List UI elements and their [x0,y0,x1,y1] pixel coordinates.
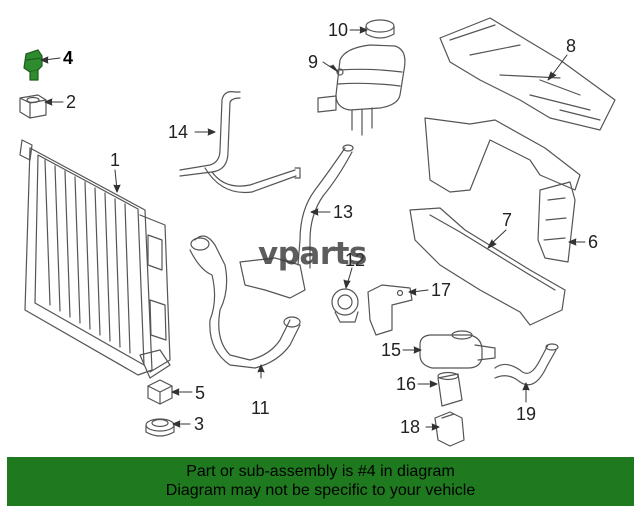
shroud-part-6 [537,181,576,263]
banner-line-1: Part or sub-assembly is #4 in diagram [186,463,455,480]
callout-1: 1 [110,150,121,170]
callout-5: 5 [195,383,206,403]
callout-18: 18 [400,417,421,437]
pump-part-15 [419,330,496,369]
bushing-part-2 [19,94,47,119]
info-banner: Part or sub-assembly is #4 in diagram Di… [7,457,634,506]
clip-part-4 [23,49,43,81]
vparts-watermark: vparts [258,236,367,272]
grommet-part-3 [145,418,175,437]
callout-11: 11 [251,398,270,418]
sleeve-part-16 [437,371,463,407]
radiator-part-1 [19,139,171,379]
callout-4: 4 [63,48,74,68]
support-frame-part-7 [409,117,581,326]
callout-16: 16 [396,374,417,394]
parts-diagram [19,17,616,447]
hose-part-11 [189,235,301,369]
banner-line-2: Diagram may not be specific to your vehi… [165,482,476,499]
expansion-tank-part-9 [317,44,406,136]
callout-15: 15 [381,340,402,360]
callout-10: 10 [328,20,349,40]
callout-8: 8 [566,36,577,56]
callout-7: 7 [502,210,513,230]
callout-13: 13 [333,202,354,222]
callout-14: 14 [168,122,189,142]
callout-9: 9 [308,52,319,72]
callout-3: 3 [194,414,205,434]
leader-lines [40,26,586,431]
mount-part-5 [147,379,173,405]
upper-panel-part-8 [439,17,616,131]
callout-12: 12 [345,250,366,270]
cap-part-10 [365,19,395,39]
callout-17: 17 [431,280,452,300]
thermostat-part-12 [331,288,359,323]
callout-2: 2 [66,92,77,112]
callout-19: 19 [516,404,537,424]
hose-part-13 [239,144,354,299]
pipe-part-19 [494,343,559,386]
callout-6: 6 [588,232,599,252]
clip-part-18 [434,411,465,447]
pipe-part-14 [179,91,301,194]
bracket-part-17 [367,284,413,336]
